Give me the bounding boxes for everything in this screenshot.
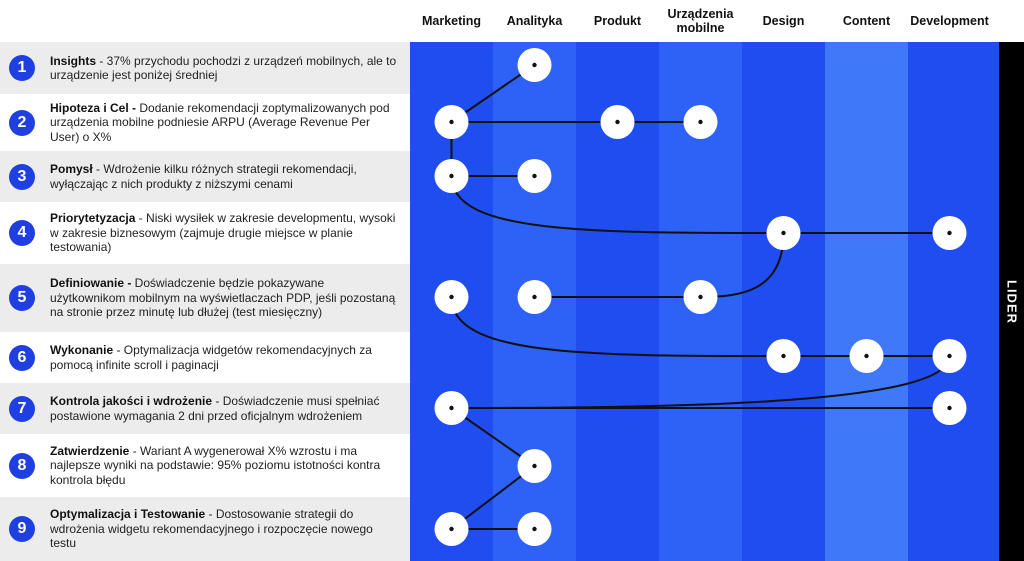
node-center-dot	[947, 230, 952, 236]
node-center-dot	[947, 405, 952, 411]
step-description: Doświadczenie będzie pokazywane użytkown…	[50, 276, 396, 320]
department-column	[742, 42, 825, 561]
node-center-dot	[698, 294, 703, 300]
step-number-badge: 9	[9, 516, 35, 542]
node-center-dot	[449, 173, 454, 179]
step-description: - Optymalizacja widgetów rekomendacyjnyc…	[50, 343, 372, 372]
step-title: Definiowanie -	[50, 276, 132, 291]
step-description: Dodanie rekomendacji zoptymalizowanych p…	[50, 100, 390, 144]
step-description: - Niski wysiłek w zakresie developmentu,…	[50, 211, 396, 255]
step-title: Wykonanie	[50, 343, 114, 357]
column-header: Development	[910, 14, 989, 28]
node-center-dot	[947, 353, 952, 359]
department-column	[825, 42, 908, 561]
step-row: 7 Kontrola jakości i wdrożenie - Doświadc…	[0, 383, 410, 434]
node-center-dot	[449, 294, 454, 300]
step-text: Priorytetyzacja - Niski wysiłek w zakres…	[50, 211, 398, 255]
step-row: 2 Hipoteza i Cel - Dodanie rekomendacji z…	[0, 94, 410, 151]
node-center-dot	[698, 119, 703, 125]
step-description: - Doświadczenie musi spełniać postawione…	[50, 394, 380, 423]
step-text: Pomysł - Wdrożenie kilku różnych strateg…	[50, 162, 398, 191]
node-center-dot	[864, 353, 869, 359]
node-center-dot	[781, 230, 786, 236]
step-row: 4 Priorytetyzacja - Niski wysiłek w zakre…	[0, 202, 410, 264]
node-center-dot	[449, 526, 454, 532]
node-center-dot	[615, 119, 620, 125]
node-center-dot	[532, 463, 537, 469]
step-description: - Wdrożenie kilku różnych strategii reko…	[50, 162, 357, 191]
step-description: - Dostosowanie strategii do wdrożenia wi…	[50, 507, 373, 551]
node-center-dot	[532, 294, 537, 300]
flow-connector	[450, 465, 536, 530]
node-center-dot	[781, 353, 786, 359]
step-row: 8 Zatwierdzenie - Wariant A wygenerował X…	[0, 434, 410, 497]
step-number-badge: 3	[9, 163, 35, 190]
step-row: 5 Definiowanie - Doświadczenie będzie pok…	[0, 264, 410, 332]
step-description: - 37% przychodu pochodzi z urządzeń mobi…	[50, 53, 397, 83]
step-title: Insights	[50, 53, 97, 68]
step-title: Kontrola jakości i wdrożenie	[50, 394, 213, 408]
step-text: Wykonanie - Optymalizacja widgetów rekom…	[50, 343, 398, 372]
step-title: Optymalizacja i Testowanie	[50, 507, 206, 522]
step-text: Definiowanie - Doświadczenie będzie poka…	[50, 276, 398, 320]
node-center-dot	[449, 119, 454, 125]
step-text: Kontrola jakości i wdrożenie - Doświadcz…	[50, 394, 398, 423]
step-title: Pomysł	[50, 162, 93, 176]
column-header: Marketing	[421, 14, 482, 28]
node-center-dot	[449, 405, 454, 411]
step-row: 1 Insights - 37% przychodu pochodzi z urz…	[0, 42, 410, 94]
step-row: 9 Optymalizacja i Testowanie - Dostosowan…	[0, 497, 410, 561]
column-header: Content	[842, 14, 891, 28]
step-number-badge: 8	[9, 452, 35, 479]
step-text: Optymalizacja i Testowanie - Dostosowani…	[50, 507, 398, 551]
flow-connector	[450, 296, 784, 357]
step-description: - Wariant A wygenerował X% wzrostu i ma …	[50, 443, 381, 487]
step-number-badge: 4	[9, 220, 35, 246]
step-row: 6 Wykonanie - Optymalizacja widgetów reko…	[0, 332, 410, 383]
step-title: Zatwierdzenie	[50, 443, 130, 458]
step-title: Hipoteza i Cel -	[50, 100, 137, 115]
flow-connector	[450, 175, 784, 234]
step-number-badge: 7	[9, 395, 35, 422]
node-center-dot	[532, 526, 537, 532]
step-number-badge: 1	[9, 55, 35, 81]
step-text: Zatwierdzenie - Wariant A wygenerował X%…	[50, 444, 398, 488]
column-header: Urządzenia mobilne	[667, 7, 734, 35]
node-center-dot	[532, 62, 537, 68]
step-number-badge: 2	[9, 109, 35, 136]
step-number-badge: 6	[9, 344, 35, 371]
step-text: Hipoteza i Cel - Dodanie rekomendacji zo…	[50, 101, 398, 145]
department-column	[908, 42, 999, 561]
lider-bar: LIDER	[999, 42, 1024, 561]
column-header: Produkt	[593, 14, 642, 28]
step-row: 3 Pomysł - Wdrożenie kilku różnych strate…	[0, 151, 410, 202]
step-number-badge: 5	[9, 285, 35, 311]
step-title: Priorytetyzacja	[50, 211, 136, 226]
node-center-dot	[532, 173, 537, 179]
step-text: Insights - 37% przychodu pochodzi z urzą…	[50, 54, 398, 83]
column-header: Design	[762, 14, 805, 28]
column-header: Analityka	[506, 14, 563, 28]
